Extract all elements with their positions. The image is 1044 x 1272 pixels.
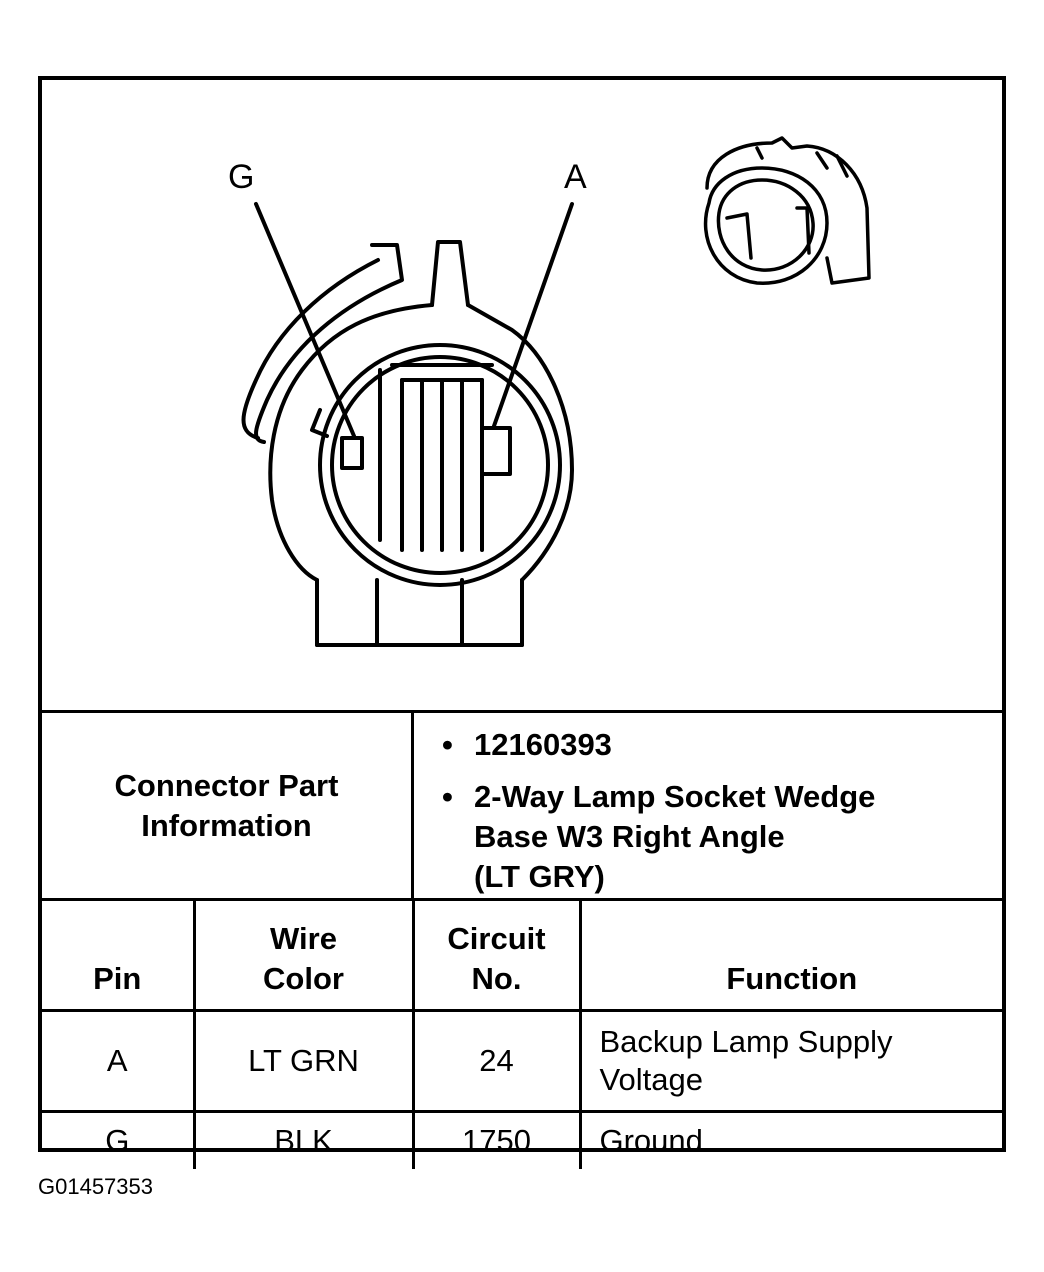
connector-part-info-heading: Connector Part Information [114, 767, 339, 843]
part-description-line-3: (LT GRY) [474, 859, 605, 894]
connector-figure-frame: G A [38, 76, 1006, 1169]
bullet-icon: • [442, 727, 453, 762]
function-column-header: Function [580, 898, 1002, 1011]
part-description-line-2: Base W3 Right Angle [474, 819, 785, 854]
wire-color-cell: BLK [194, 1110, 415, 1169]
connector-part-info-row: Connector Part Information • 12160393 • … [42, 710, 1002, 898]
pin-column-header: Pin [42, 898, 196, 1011]
pin-a-callout-label: A [564, 158, 587, 196]
pin-g-callout-label: G [228, 158, 255, 196]
pinout-table-header: Pin Wire Color Circuit No. Function [42, 898, 1002, 1011]
pin-cell: G [42, 1110, 196, 1169]
function-cell: Ground [580, 1110, 1002, 1169]
wire-color-column-header: Wire Color [194, 898, 415, 1011]
pinout-table: Pin Wire Color Circuit No. Function A LT… [42, 898, 1002, 1169]
part-number: 12160393 [474, 727, 612, 762]
part-description-line-1: 2-Way Lamp Socket Wedge [474, 779, 876, 814]
function-cell: Backup Lamp Supply Voltage [580, 1009, 1002, 1112]
circuit-column-header: Circuit No. [413, 898, 582, 1011]
connector-drawing: G A [42, 80, 1002, 710]
connector-part-info-details: • 12160393 • 2-Way Lamp Socket Wedge Bas… [414, 713, 1002, 898]
bullet-icon: • [442, 779, 453, 814]
circuit-cell: 24 [413, 1009, 582, 1112]
wire-color-cell: LT GRN [194, 1009, 415, 1112]
table-row: G BLK 1750 Ground [42, 1110, 1002, 1169]
connector-3d-view-illustration [703, 136, 871, 285]
connector-face-illustration [241, 202, 574, 647]
connector-part-info-heading-cell: Connector Part Information [42, 713, 414, 898]
figure-id: G01457353 [38, 1174, 153, 1199]
table-row: A LT GRN 24 Backup Lamp Supply Voltage [42, 1009, 1002, 1112]
circuit-cell: 1750 [413, 1110, 582, 1169]
pin-cell: A [42, 1009, 196, 1112]
